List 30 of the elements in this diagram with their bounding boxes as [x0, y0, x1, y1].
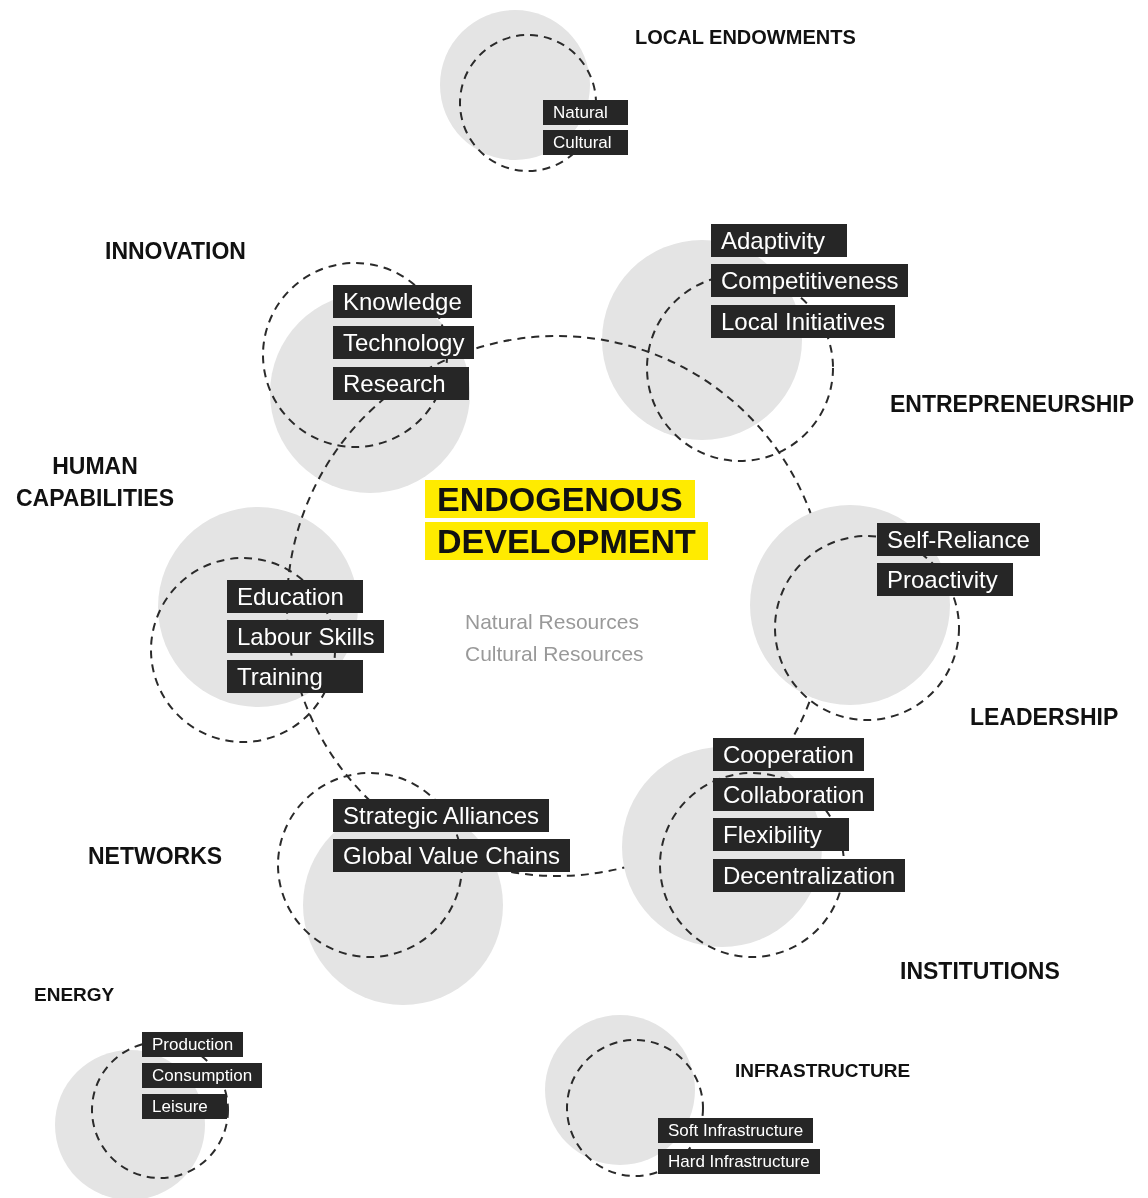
tag-label: Adaptivity — [711, 224, 847, 257]
tag-label: Hard Infrastructure — [658, 1149, 820, 1174]
cluster-heading: INFRASTRUCTURE — [735, 1060, 911, 1082]
tag-label: Proactivity — [877, 563, 1013, 596]
cluster-heading: INNOVATION — [105, 238, 246, 265]
cluster-heading: ENTREPRENEURSHIP — [890, 391, 1135, 418]
tag-label: Self-Reliance — [877, 523, 1040, 556]
cluster-heading: NETWORKS — [88, 843, 223, 870]
resource-text: Cultural Resources — [465, 641, 644, 667]
tag-label: Soft Infrastructure — [658, 1118, 814, 1143]
resource-text: Natural Resources — [465, 609, 639, 635]
tag-label: Production — [142, 1032, 244, 1057]
tag-label: Local Initiatives — [711, 305, 896, 338]
tag-label: Labour Skills — [227, 620, 385, 653]
cluster-heading: ENERGY — [34, 984, 115, 1006]
cluster-heading: HUMAN CAPABILITIES — [15, 452, 175, 514]
tag-label: Natural — [543, 100, 628, 125]
cluster-heading: LOCAL ENDOWMENTS — [635, 26, 856, 49]
tag-label: Flexibility — [713, 818, 849, 851]
cluster-heading: LEADERSHIP — [970, 704, 1119, 731]
cluster-heading: INSTITUTIONS — [900, 958, 1060, 985]
tag-label: Cooperation — [713, 738, 864, 771]
tag-label: Knowledge — [333, 285, 472, 318]
tag-label: Decentralization — [713, 859, 906, 892]
tag-label: Consumption — [142, 1063, 263, 1088]
tag-label: Cultural — [543, 130, 628, 155]
tag-label: Competitiveness — [711, 264, 909, 297]
tag-label: Leisure — [142, 1094, 227, 1119]
tag-label: Collaboration — [713, 778, 875, 811]
tag-label: Global Value Chains — [333, 839, 571, 872]
